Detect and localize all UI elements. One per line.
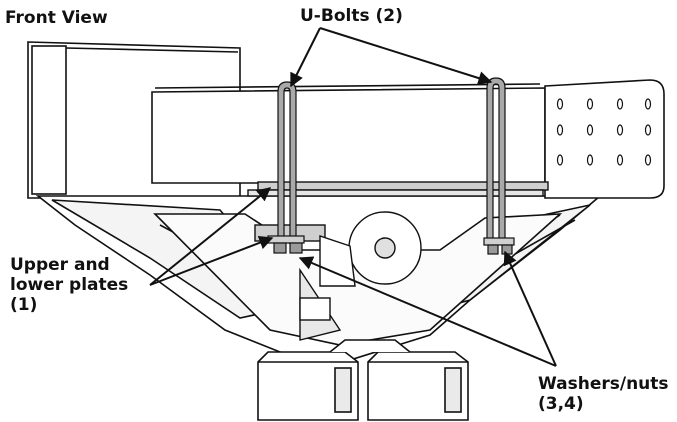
u-bolts-label: U-Bolts (2) xyxy=(300,6,403,26)
u-bolts xyxy=(277,77,506,241)
right-end-plate xyxy=(544,79,665,199)
washers-label: Washers/nuts (3,4) xyxy=(538,374,677,414)
washers-nuts xyxy=(267,235,515,255)
horizontal-tube xyxy=(151,83,546,184)
base-bracket xyxy=(35,195,603,361)
center-hardware xyxy=(254,211,422,341)
washers-label-line2: (3,4) xyxy=(538,394,584,414)
washers-label-line1: Washers/nuts xyxy=(538,374,669,394)
plates-label-line3: (1) xyxy=(10,295,38,315)
bottom-blocks xyxy=(257,339,469,421)
plates-label-line1: Upper and xyxy=(10,255,110,275)
front-view-title: Front View xyxy=(5,8,108,28)
leader-arrows xyxy=(149,27,557,367)
plates-label: Upper and lower plates (1) xyxy=(10,255,150,315)
plates-label-line2: lower plates xyxy=(10,275,129,295)
clamp-plates xyxy=(247,181,549,197)
